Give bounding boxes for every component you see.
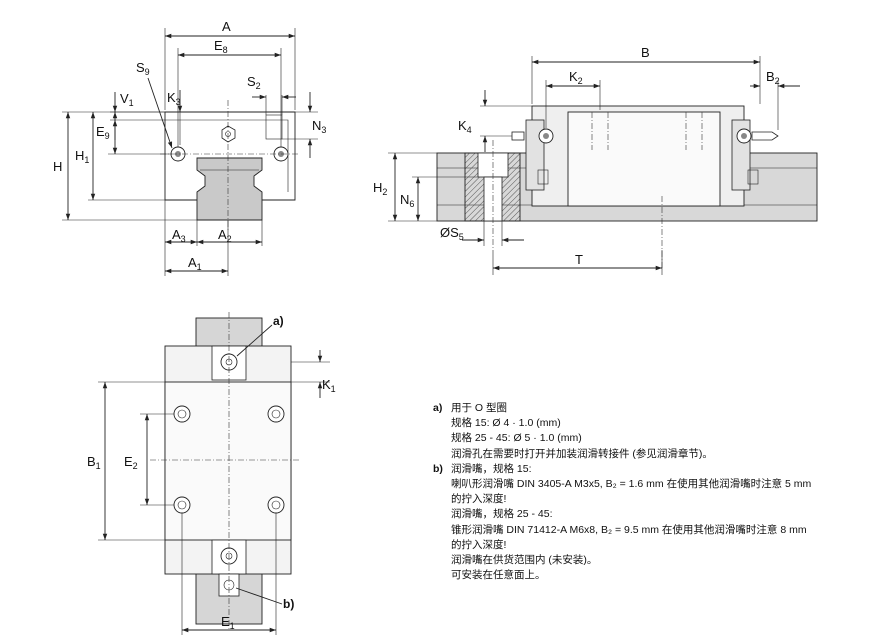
dim-K3: K3 (167, 90, 181, 107)
dim-S5: ØS5 (440, 225, 464, 242)
callout-a: a) (273, 314, 284, 328)
note-a-line1: 用于 O 型圈 (451, 402, 508, 414)
note-b-line1: 润滑嘴，规格 15: (451, 462, 532, 475)
dim-A3: A3 (172, 227, 186, 244)
dim-H: H (53, 159, 62, 174)
dim-T: T (575, 252, 583, 267)
note-a-line3: 规格 25 - 45: Ø 5 · 1.0 (mm) (451, 432, 582, 445)
dim-B: B (641, 45, 650, 60)
front-view: A E8 S9 V1 K3 S2 N3 E9 (53, 19, 326, 276)
note-a: a) 用于 O 型圈 (433, 401, 873, 416)
note-b-line2: 喇叭形润滑嘴 DIN 3405-A M3x5, B₂ = 1.6 mm 在使用其… (451, 478, 812, 491)
note-b-line5: 锥形润滑嘴 DIN 71412-A M6x8, B₂ = 9.5 mm 在使用其… (451, 523, 807, 536)
dim-A: A (222, 19, 231, 34)
dim-E2: E2 (124, 454, 138, 471)
dim-S9: S9 (136, 60, 150, 77)
dim-K4: K4 (458, 118, 472, 135)
dim-N6: N6 (400, 192, 414, 209)
top-view: a) b) K1 B1 E2 E1 (87, 312, 336, 635)
dim-K1: K1 (322, 377, 336, 394)
note-b-line7: 润滑嘴在供货范围内 (未安装)。 (451, 554, 598, 567)
dim-K2: K2 (569, 69, 583, 86)
dim-E1: E1 (221, 614, 235, 631)
dim-H2: H2 (373, 180, 387, 197)
dim-E8: E8 (214, 38, 228, 55)
dim-B2: B2 (766, 69, 780, 86)
dim-B1: B1 (87, 454, 101, 471)
dim-S2: S2 (247, 74, 261, 91)
dim-H1: H1 (75, 148, 89, 165)
dim-A1: A1 (188, 255, 202, 272)
note-b-line8: 可安装在任意面上。 (451, 569, 546, 582)
callout-b: b) (283, 597, 294, 611)
note-a-key: a) (433, 402, 443, 414)
note-a-line2: 规格 15: Ø 4 · 1.0 (mm) (451, 417, 561, 430)
dim-V1: V1 (120, 91, 134, 108)
note-b-line4: 润滑嘴，规格 25 - 45: (451, 508, 553, 521)
dim-E9: E9 (96, 124, 110, 141)
side-view: B K2 B2 K4 H2 N6 ØS5 T (373, 45, 818, 275)
dim-A2: A2 (218, 227, 232, 244)
note-b: b) 润滑嘴，规格 15: (433, 462, 873, 477)
dim-N3: N3 (312, 118, 326, 135)
note-b-key: b) (433, 462, 443, 475)
note-b-line3: 的拧入深度! (451, 493, 507, 506)
note-a-line4: 润滑孔在需要时打开并加装润滑转接件 (参见润滑章节)。 (451, 447, 713, 460)
note-b-line6: 的拧入深度! (451, 538, 507, 551)
footnotes: a) 用于 O 型圈 规格 15: Ø 4 · 1.0 (mm) 规格 25 -… (433, 401, 873, 583)
